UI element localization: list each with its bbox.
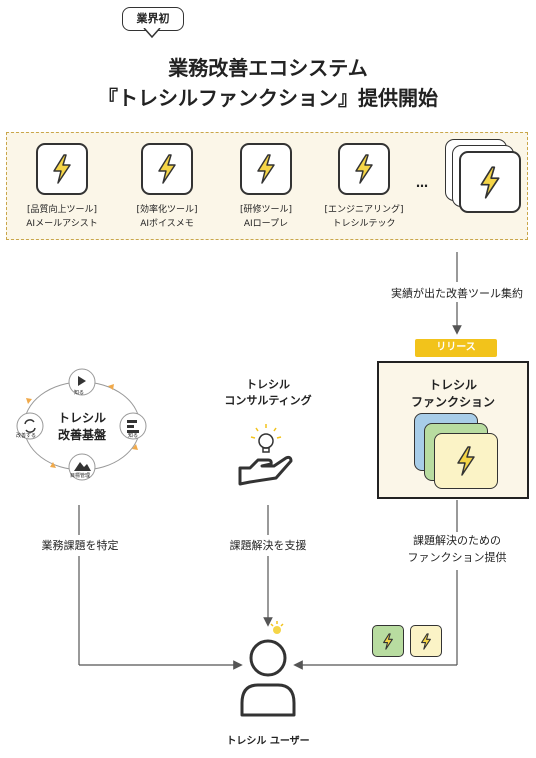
support-label: 課題解決を支援: [212, 537, 324, 553]
tool-tile-roleplay: [240, 143, 292, 195]
user-icon: [240, 621, 296, 717]
node-label-left: 改善する: [16, 433, 37, 439]
function-card-yellow: [434, 433, 498, 489]
lightning-icon: [480, 165, 500, 199]
lightning-icon: [457, 446, 475, 476]
tool-label-roleplay: [研修ツール] AIロープレ: [216, 203, 316, 231]
function-title-line2: ファンクション: [410, 395, 495, 409]
tool-label-tech: [エンジニアリング] トレシルテック: [314, 203, 414, 231]
refresh-icon: [24, 419, 36, 433]
lightning-icon: [383, 632, 393, 650]
user-label: トレシル ユーザー: [226, 736, 310, 747]
play-icon: [78, 376, 86, 386]
tool-name: AIロープレ: [243, 219, 289, 229]
lightning-icon: [355, 154, 373, 184]
cycle-arrow: [132, 444, 138, 450]
bars-icon: [127, 430, 139, 433]
identify-label: 業務課題を特定: [25, 537, 135, 553]
cycle-arrow: [26, 398, 32, 404]
lightning-icon: [158, 154, 176, 184]
tool-category: [品質向上ツール]: [26, 205, 98, 215]
kaizen-cycle-diagram: [16, 368, 147, 481]
stacked-tile-front: [459, 151, 521, 213]
provide-label-line2: ファンクション提供: [407, 551, 507, 564]
function-title-line1: トレシル: [428, 378, 477, 392]
small-function-card-yellow: [410, 625, 442, 657]
aggregate-label: 実績が出た改善ツール集約: [360, 285, 536, 301]
consulting-title-line1: トレシル: [246, 378, 290, 391]
lightning-icon: [257, 154, 275, 184]
small-function-card-green: [372, 625, 404, 657]
tool-name: AIメールアシスト: [26, 219, 98, 229]
kaizen-title-line2: 改善基盤: [57, 428, 106, 442]
lightning-icon: [421, 632, 431, 650]
node-label-right: 知る: [128, 433, 139, 439]
page-title-line2: 『トレシルファンクション』提供開始: [98, 86, 438, 110]
release-badge: リリース: [415, 339, 497, 357]
cycle-arrow: [50, 462, 56, 468]
tool-name: AIボイスメモ: [140, 219, 194, 229]
lightbulb-spark-icon: [270, 621, 284, 627]
kaizen-title: トレシル 改善基盤: [44, 410, 120, 444]
provide-label-line1: 課題解決のための: [413, 534, 501, 547]
tool-name: トレシルテック: [332, 219, 396, 229]
consulting-title: トレシル コンサルティング: [198, 377, 338, 409]
provide-label: 課題解決のための ファンクション提供: [392, 532, 522, 566]
more-tools-ellipsis: …: [416, 176, 428, 190]
mountain-flag-icon: [74, 462, 91, 471]
consulting-title-line2: コンサルティング: [224, 394, 312, 407]
node-label-top: 知る: [74, 390, 85, 396]
cycle-arrow: [108, 384, 114, 390]
tool-category: [効率化ツール]: [136, 205, 198, 215]
cycle-node-left: [16, 412, 44, 440]
page-title-line1: 業務改善エコシステム: [168, 56, 368, 80]
first-in-industry-badge: 業界初: [122, 7, 184, 31]
tool-label-voice-memo: [効率化ツール] AIボイスメモ: [117, 203, 217, 231]
tool-category: [研修ツール]: [239, 205, 293, 215]
hand-bulb-icon: [238, 424, 293, 486]
node-label-bottom: 目標管理: [70, 473, 91, 479]
tool-tile-voice-memo: [141, 143, 193, 195]
tool-tile-mail-assist: [36, 143, 88, 195]
tool-tile-tech: [338, 143, 390, 195]
lightning-icon: [53, 154, 71, 184]
tool-label-mail-assist: [品質向上ツール] AIメールアシスト: [12, 203, 112, 231]
tool-category: [エンジニアリング]: [324, 205, 404, 215]
badge-pointer: [143, 28, 161, 39]
kaizen-title-line1: トレシル: [57, 411, 106, 425]
function-box-title: トレシル ファンクション: [377, 377, 529, 411]
